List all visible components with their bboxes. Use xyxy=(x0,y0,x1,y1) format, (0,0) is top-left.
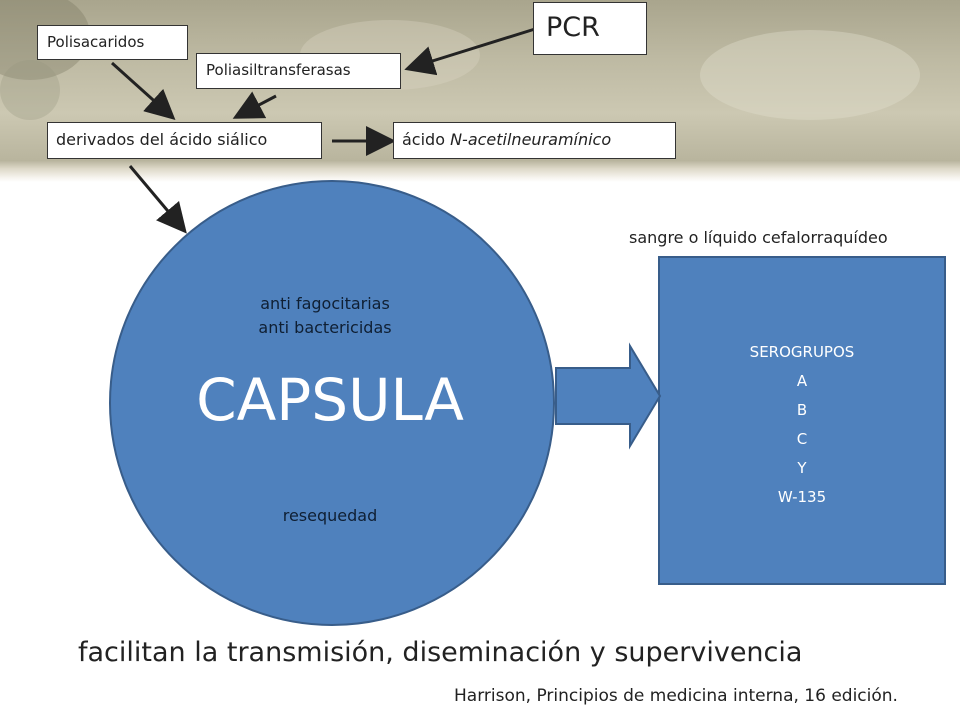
footer-citation: Harrison, Principios de medicina interna… xyxy=(454,686,898,706)
acido-name-italic: N-acetilneuramínico xyxy=(450,130,612,149)
polisacaridos-box: Polisacaridos xyxy=(37,25,188,60)
banner-texture-spot xyxy=(700,30,920,120)
pcr-box: PCR xyxy=(533,2,647,55)
serogroups-box xyxy=(658,256,946,585)
serogroups-title: SEROGRUPOS xyxy=(749,343,855,361)
property-resequedad: resequedad xyxy=(282,506,378,525)
arrow-pcr-to-poliasil xyxy=(404,27,536,76)
capsula-circle xyxy=(109,180,555,626)
arrow-polisacaridos-to-derivados xyxy=(110,61,176,121)
poliasiltransferasas-label: Poliasiltransferasas xyxy=(206,61,351,79)
block-arrow-right xyxy=(555,342,662,450)
serogroups-caption: sangre o líquido cefalorraquídeo xyxy=(629,228,888,247)
serogroup-a: A xyxy=(796,372,808,390)
derivados-label: derivados del ácido siálico xyxy=(56,130,268,149)
property-anti-bactericidas: anti bactericidas xyxy=(258,318,392,337)
serogroup-y: Y xyxy=(797,459,807,477)
derivados-box: derivados del ácido siálico xyxy=(47,122,322,159)
serogroup-w135: W-135 xyxy=(777,488,827,506)
arrow-poliasil-to-derivados xyxy=(232,91,277,119)
serogroup-c: C xyxy=(796,430,808,448)
serogroups-content: SEROGRUPOS A B C Y W-135 xyxy=(659,338,945,512)
poliasiltransferasas-box: Poliasiltransferasas xyxy=(196,53,401,89)
serogroup-b: B xyxy=(796,401,808,419)
banner-texture-spot xyxy=(0,60,60,120)
polisacaridos-label: Polisacaridos xyxy=(47,33,145,51)
acido-prefix: ácido xyxy=(402,130,451,149)
footer-statement: facilitan la transmisión, diseminación y… xyxy=(78,637,803,668)
property-anti-fagocitarias: anti fagocitarias xyxy=(260,294,390,313)
banner-edge xyxy=(0,160,960,182)
acido-box: ácido N-acetilneuramínico xyxy=(393,122,676,159)
arrow-derivados-to-capsula xyxy=(128,165,187,234)
capsula-title: CAPSULA xyxy=(196,366,464,434)
capsula-properties: anti fagocitarias anti bactericidas xyxy=(160,292,490,340)
pcr-label: PCR xyxy=(546,12,600,43)
